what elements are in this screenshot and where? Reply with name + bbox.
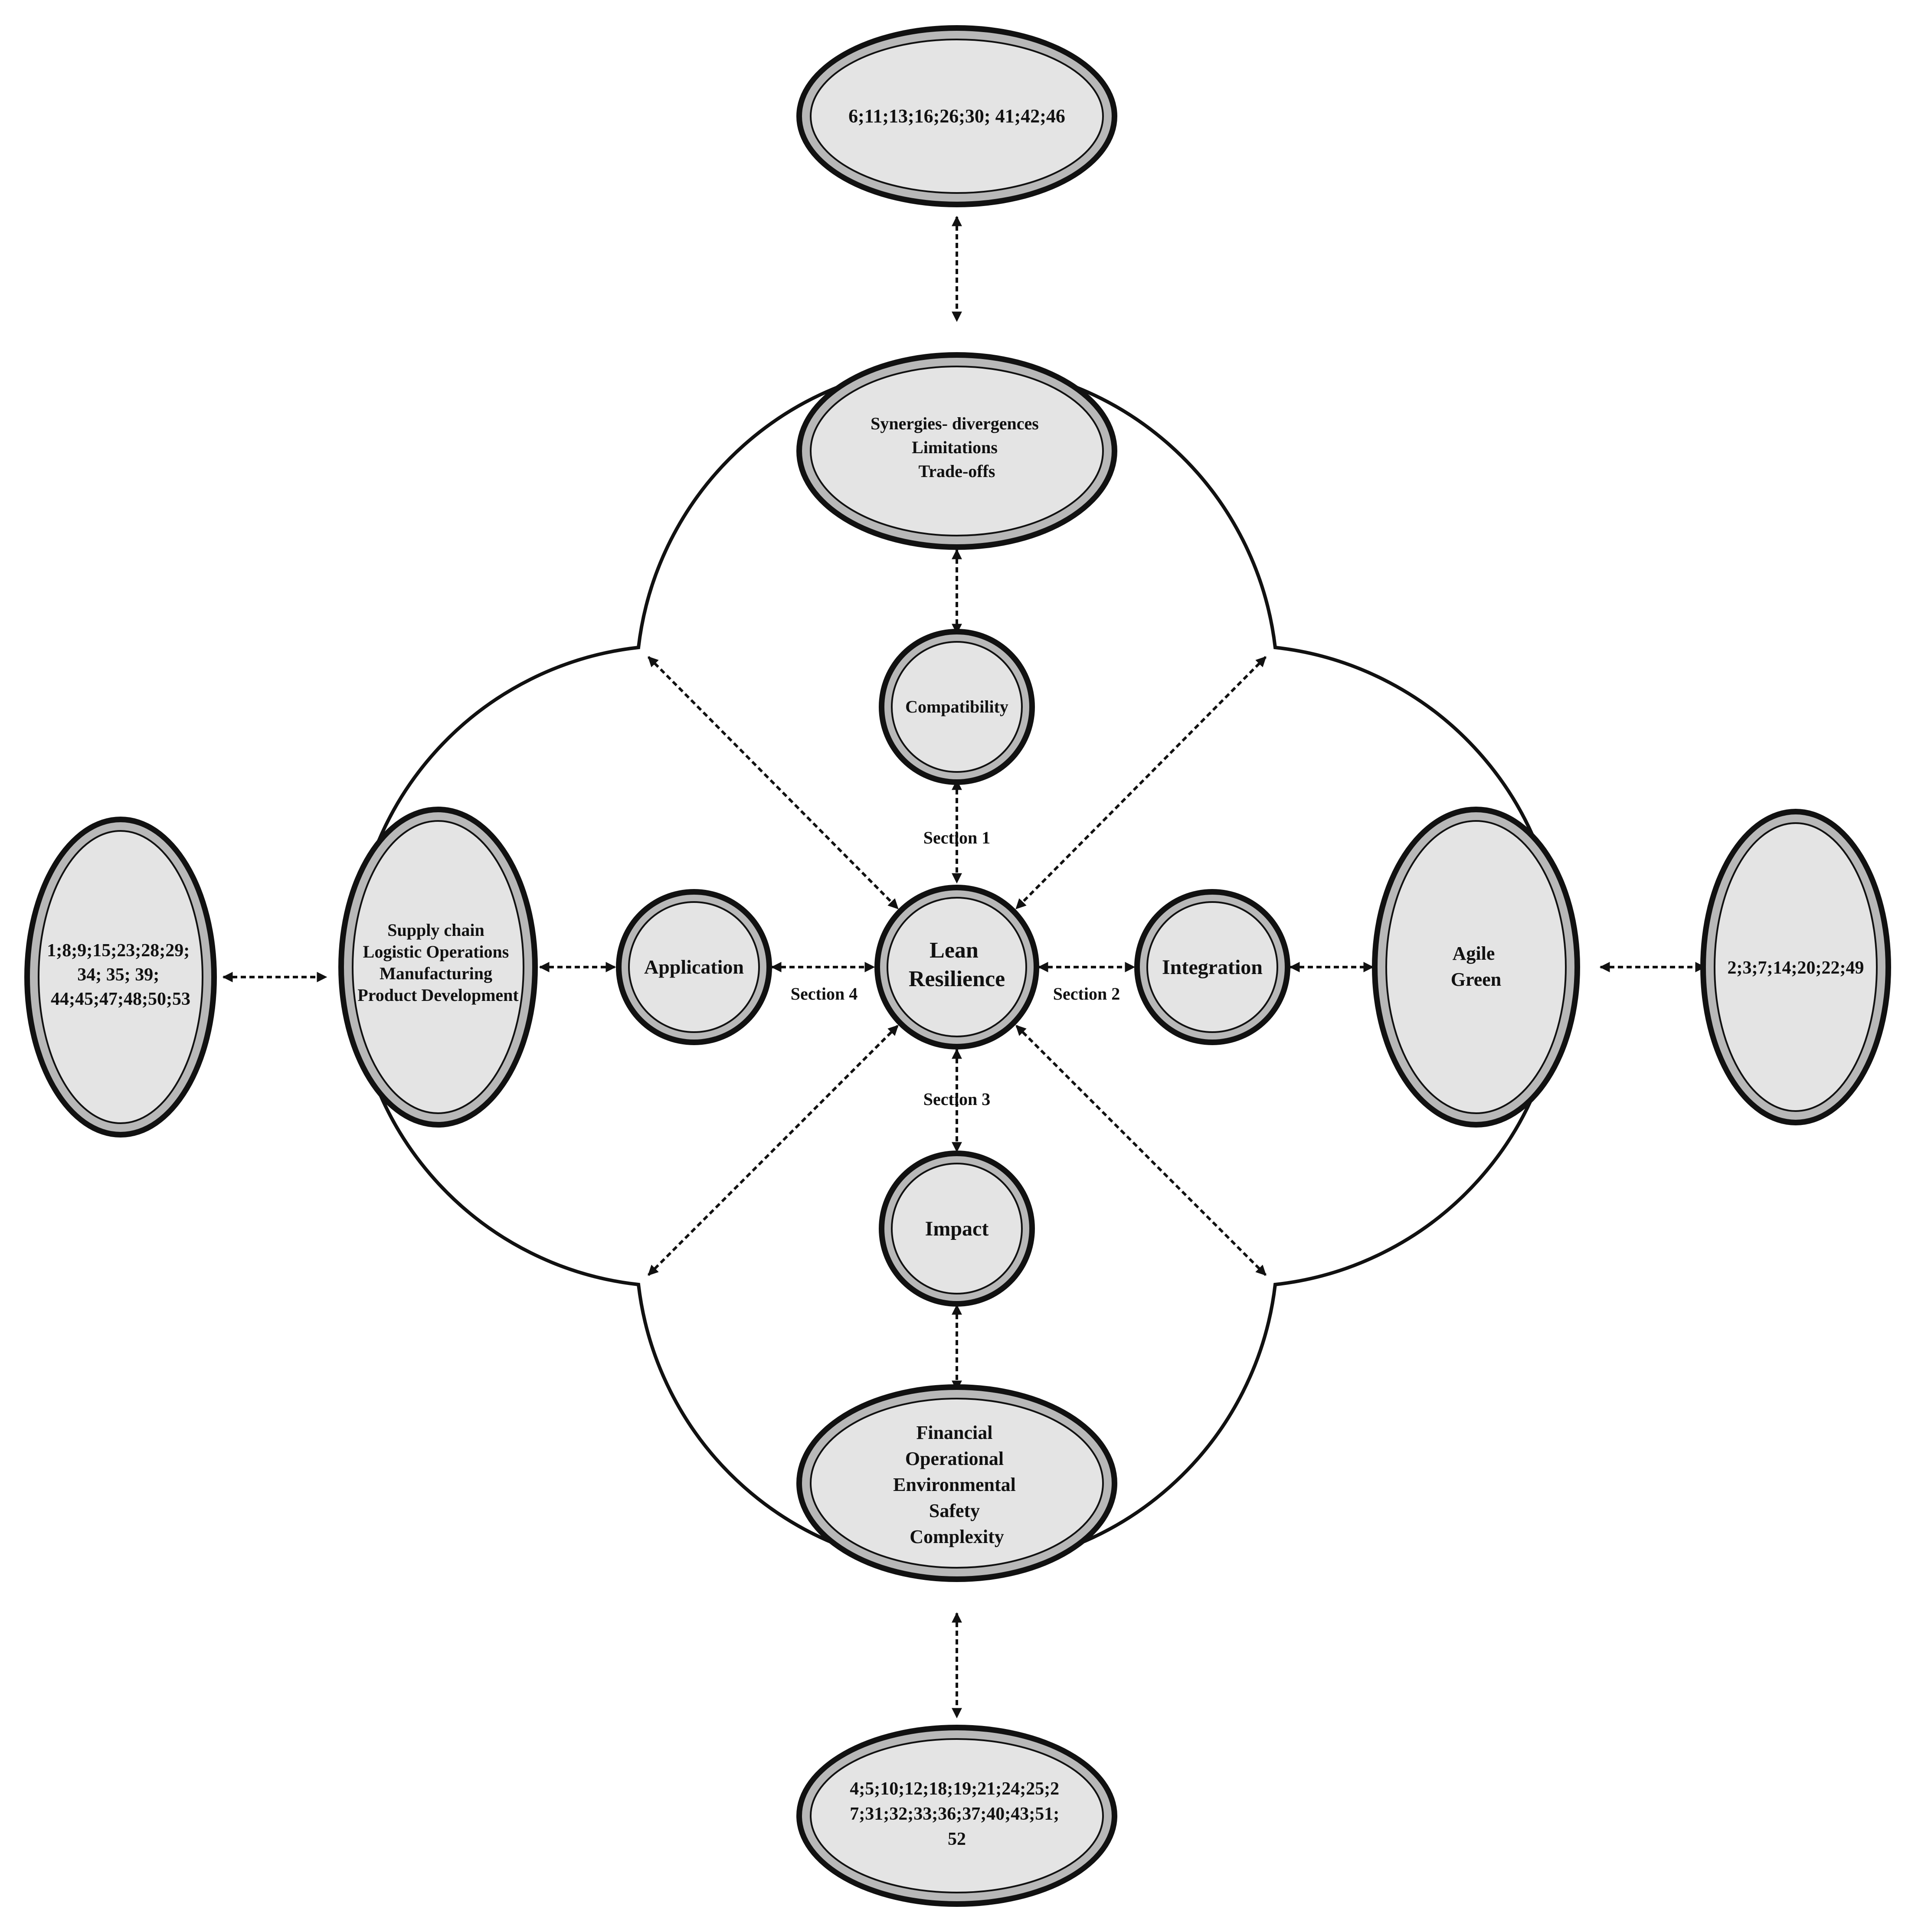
connector-diagonal-bottom-left <box>647 1024 899 1276</box>
application-node: Application <box>616 889 772 1045</box>
references-top-text: 6;11;13;16;26;30; 41;42;46 <box>848 105 1065 127</box>
topic-bottom-text: Financial Operational Environmental Safe… <box>893 1422 1021 1547</box>
framework-boundary <box>351 362 1562 1570</box>
references-bottom-node: 4;5;10;12;18;19;21;24;25;2 7;31;32;33;36… <box>796 1725 1117 1907</box>
connector-diagonal-bottom-right <box>1015 1024 1267 1276</box>
section-4-label: Section 4 <box>791 984 858 1004</box>
compatibility-node: Compatibility <box>879 629 1035 785</box>
references-top-node: 6;11;13;16;26;30; 41;42;46 <box>796 25 1117 207</box>
topic-right-text: Agile Green <box>1451 943 1502 990</box>
section-3-label: Section 3 <box>923 1089 990 1109</box>
references-right-text: 2;3;7;14;20;22;49 <box>1728 958 1864 978</box>
references-right-node: 2;3;7;14;20;22;49 <box>1700 809 1891 1125</box>
topic-left-node: Supply chain Logistic Operations Manufac… <box>338 807 538 1128</box>
topic-left-text: Supply chain Logistic Operations Manufac… <box>357 920 519 1005</box>
section-1-label: Section 1 <box>923 828 990 847</box>
references-left-node: 1;8;9;15;23;28;29; 34; 35; 39; 44;45;47;… <box>24 817 217 1138</box>
references-bottom-text: 4;5;10;12;18;19;21;24;25;2 7;31;32;33;36… <box>850 1779 1064 1849</box>
lean-resilience-center-node: Lean Resilience <box>874 885 1039 1049</box>
topic-bottom-node: Financial Operational Environmental Safe… <box>796 1384 1117 1582</box>
integration-label: Integration <box>1162 956 1263 979</box>
center-label: Lean Resilience <box>909 938 1005 991</box>
topic-top-text: Synergies- divergences Limitations Trade… <box>871 414 1043 481</box>
impact-node: Impact <box>879 1151 1035 1307</box>
application-label: Application <box>644 956 744 978</box>
connector-diagonal-top-right <box>1015 656 1267 910</box>
impact-label: Impact <box>925 1217 989 1240</box>
references-left-text: 1;8;9;15;23;28;29; 34; 35; 39; 44;45;47;… <box>47 941 194 1009</box>
section-2-label: Section 2 <box>1053 984 1120 1004</box>
integration-node: Integration <box>1134 889 1290 1045</box>
topic-right-node: Agile Green <box>1372 807 1580 1128</box>
connector-diagonal-top-left <box>647 656 899 910</box>
topic-top-node: Synergies- divergences Limitations Trade… <box>796 352 1117 550</box>
compatibility-label: Compatibility <box>905 697 1008 716</box>
